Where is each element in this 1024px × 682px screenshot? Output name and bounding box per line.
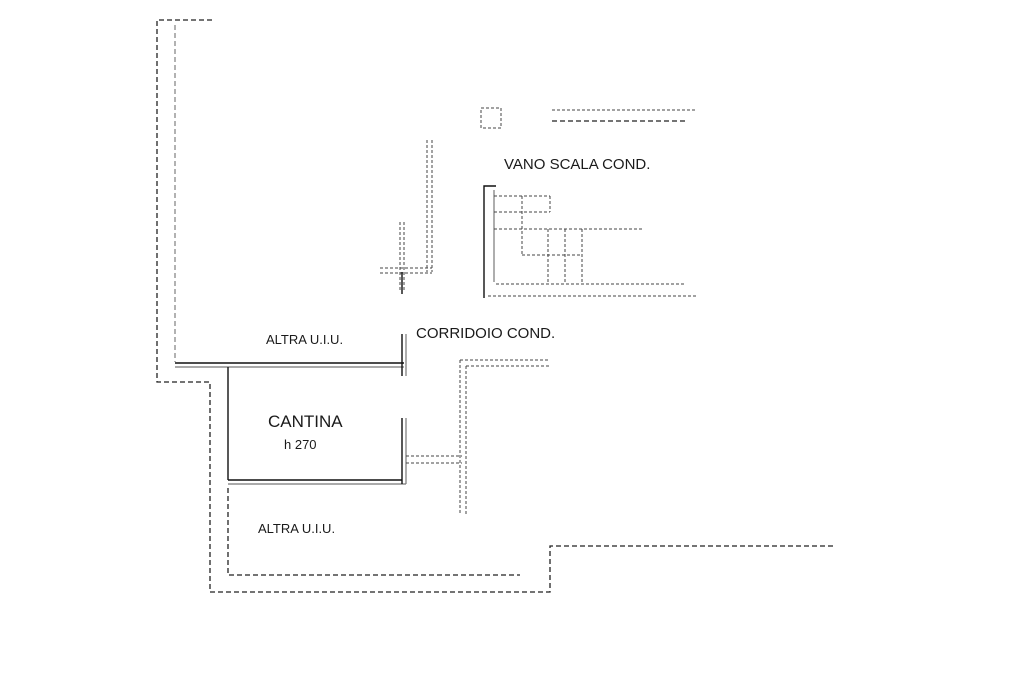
cantina-door: [406, 359, 550, 514]
cantina-room: [227, 367, 407, 485]
corridor-wall: [380, 140, 433, 294]
label-cantina-height: h 270: [284, 437, 317, 452]
label-altra-uiu-top: ALTRA U.I.U.: [266, 332, 343, 347]
label-altra-uiu-bottom: ALTRA U.I.U.: [258, 521, 335, 536]
label-vano-scala: VANO SCALA COND.: [504, 156, 650, 173]
cantina-top-wall: [175, 334, 407, 376]
label-corridoio: CORRIDOIO COND.: [416, 325, 555, 342]
lower-boundary: [227, 488, 520, 576]
staircase: [480, 107, 696, 298]
outer-boundary: [156, 19, 836, 593]
label-cantina: CANTINA: [268, 412, 343, 431]
